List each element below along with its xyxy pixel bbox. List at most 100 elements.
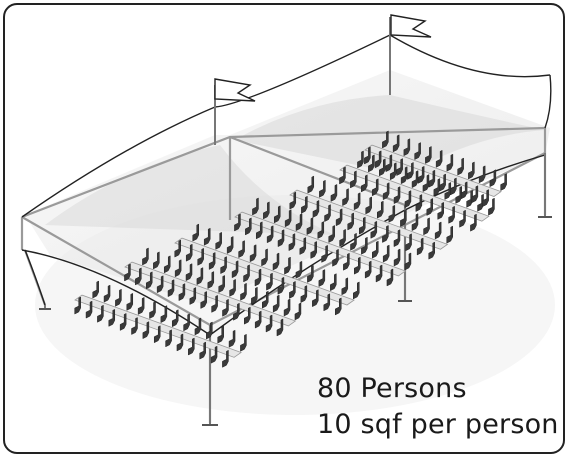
- chair: [446, 153, 454, 172]
- chair: [404, 252, 412, 271]
- chair: [119, 313, 127, 331]
- chair: [97, 304, 104, 323]
- chair: [174, 259, 182, 278]
- caption: 80 Persons 10 sqf per person: [317, 371, 559, 443]
- chair: [211, 294, 218, 313]
- chair: [312, 200, 320, 218]
- table: [174, 237, 355, 306]
- chair: [350, 170, 357, 189]
- chair: [165, 329, 172, 348]
- chair: [342, 188, 349, 207]
- chair: [439, 173, 446, 192]
- illustration-frame: 80 Persons 10 sqf per person: [3, 3, 565, 454]
- chair: [156, 275, 164, 294]
- chair: [153, 251, 160, 270]
- chair: [254, 310, 262, 329]
- chair: [163, 255, 171, 274]
- chair: [185, 243, 193, 262]
- roof-peak-left: [45, 145, 335, 235]
- chair: [361, 174, 368, 193]
- chair: [238, 240, 245, 259]
- chair: [396, 158, 403, 176]
- chair: [261, 248, 268, 267]
- chair: [217, 325, 224, 344]
- chair: [185, 263, 193, 282]
- chair: [317, 221, 325, 239]
- chair: [252, 197, 259, 216]
- chair: [353, 192, 361, 211]
- chair: [371, 178, 379, 197]
- chair: [361, 236, 368, 255]
- chair: [284, 209, 292, 228]
- chair: [240, 282, 247, 301]
- chair: [482, 189, 489, 207]
- chair: [448, 205, 455, 224]
- chair: [415, 194, 423, 212]
- chair: [306, 217, 314, 236]
- chair: [294, 302, 302, 321]
- chair: [273, 205, 281, 224]
- chair: [234, 213, 241, 232]
- chair: [194, 317, 202, 336]
- chair: [435, 149, 443, 168]
- chair: [417, 165, 425, 184]
- chair: [197, 247, 204, 266]
- chair: [411, 213, 419, 232]
- chair: [335, 208, 343, 227]
- chair: [108, 308, 116, 327]
- chair: [466, 189, 473, 208]
- pole-feet: [39, 216, 552, 426]
- chair: [167, 279, 175, 298]
- chair: [354, 256, 361, 275]
- chair: [416, 237, 424, 256]
- chair: [276, 318, 284, 337]
- chair: [459, 209, 466, 228]
- chair: [489, 169, 497, 188]
- chair: [218, 275, 225, 293]
- chair: [422, 174, 430, 192]
- chair: [328, 225, 335, 243]
- chair: [189, 287, 197, 305]
- area-per-person-label: 10 sqf per person: [317, 409, 559, 440]
- chair: [208, 252, 216, 270]
- chair: [301, 195, 308, 214]
- capacity-label: 80 Persons: [317, 373, 467, 404]
- chair: [353, 281, 360, 300]
- chair: [425, 146, 432, 164]
- chair: [364, 146, 371, 165]
- chair: [283, 298, 291, 317]
- chair: [365, 196, 372, 215]
- chair: [446, 225, 453, 244]
- chair: [222, 349, 229, 368]
- chair: [115, 288, 122, 307]
- chair: [92, 280, 99, 299]
- chair: [388, 204, 396, 223]
- flag-icon: [390, 14, 432, 38]
- chair: [382, 182, 390, 201]
- chair: [299, 237, 307, 255]
- chair: [220, 256, 227, 275]
- chair: [288, 233, 296, 252]
- chair: [350, 232, 357, 251]
- chair: [444, 182, 452, 200]
- chair: [240, 333, 247, 352]
- chair: [324, 204, 331, 223]
- chair: [377, 200, 384, 219]
- chair: [385, 154, 393, 173]
- chair: [74, 296, 81, 315]
- chair: [160, 305, 168, 324]
- chair: [374, 150, 382, 169]
- chair: [262, 290, 269, 309]
- chair: [231, 260, 239, 279]
- chair: [330, 184, 338, 202]
- chair: [372, 240, 379, 259]
- chair: [321, 244, 328, 263]
- chair: [343, 252, 350, 271]
- chair: [307, 264, 314, 283]
- table-rows: [74, 130, 507, 368]
- chair: [393, 229, 401, 248]
- chair: [153, 325, 161, 344]
- chair: [215, 231, 222, 250]
- chair: [249, 244, 257, 263]
- chair: [142, 247, 149, 266]
